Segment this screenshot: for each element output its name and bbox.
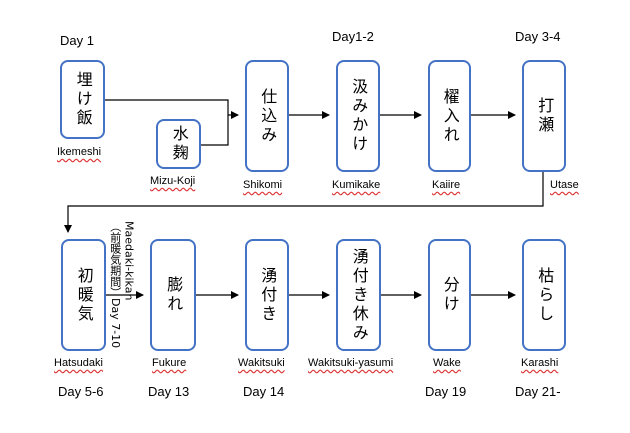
step-label-kaiire: Kaiire [432, 179, 461, 191]
step-label-utase: Utase [550, 179, 579, 191]
step-jp-fukure: 膨れ [164, 276, 184, 314]
step-label-wake: Wake [433, 357, 461, 369]
day-label-13: Day 13 [148, 384, 190, 399]
step-box-wakitsuki: 湧付き [245, 239, 289, 351]
day-label-1-2: Day1-2 [332, 29, 374, 44]
arrow-utase-hatsudaki [64, 172, 544, 233]
step-label-ikemeshi: Ikemeshi [57, 146, 102, 158]
step-box-kumikake: 汲みかけ [336, 60, 380, 172]
step-label-kumikake: Kumikake [332, 179, 381, 191]
day-label-5-6: Day 5-6 [58, 384, 104, 399]
step-box-fukure: 膨れ [150, 239, 196, 351]
day-label-3-4: Day 3-4 [515, 29, 561, 44]
step-jp-hatsudaki: 初暖気 [74, 266, 94, 324]
day-label-21: Day 21- [515, 384, 561, 399]
step-jp-mizukoji: 水麹 [169, 125, 189, 163]
step-box-karashi: 枯らし [522, 239, 566, 351]
step-jp-wake: 分け [440, 276, 460, 314]
step-label-karashi: Karashi [521, 357, 559, 369]
step-label-fukure: Fukure [152, 357, 187, 369]
note-jp: （前暖気期間）Day 7-10 [108, 221, 122, 349]
step-jp-shikomi: 仕込み [258, 87, 278, 145]
step-box-ikemeshi: 埋け飯 [60, 60, 105, 139]
day-label-19: Day 19 [425, 384, 467, 399]
step-jp-utase: 打瀬 [535, 97, 555, 135]
step-box-wakitsuki-yasumi: 湧付き休み [336, 239, 381, 351]
maedaki-kikan-note: Maedaki-kikan （前暖気期間）Day 7-10 [108, 221, 136, 348]
day-label-1: Day 1 [60, 33, 94, 48]
step-jp-ikemeshi: 埋け飯 [73, 71, 93, 128]
step-label-hatsudaki: Hatsudaki [54, 357, 103, 369]
step-jp-kaiire: 櫂入れ [440, 87, 460, 145]
step-jp-wakitsuki: 湧付き [258, 266, 278, 324]
step-jp-karashi: 枯らし [535, 266, 555, 324]
step-box-wake: 分け [428, 239, 471, 351]
day-label-14: Day 14 [243, 384, 285, 399]
note-romaji: Maedaki-kikan [122, 221, 136, 301]
step-label-mizukoji: Mizu-Koji [150, 175, 196, 187]
step-box-shikomi: 仕込み [245, 60, 289, 172]
step-box-kaiire: 櫂入れ [428, 60, 471, 172]
line-mizukoji-join [201, 115, 229, 146]
step-box-mizukoji: 水麹 [156, 119, 201, 169]
step-label-wakitsuki-yasumi: Wakitsuki-yasumi [308, 357, 394, 369]
step-jp-kumikake: 汲みかけ [349, 78, 369, 154]
step-jp-wakitsuki-yasumi: 湧付き休み [349, 247, 369, 343]
arrow-ikemeshi-shikomi [105, 99, 239, 119]
step-label-wakitsuki: Wakitsuki [238, 357, 285, 369]
step-box-utase: 打瀬 [522, 60, 566, 172]
step-label-shikomi: Shikomi [243, 179, 283, 191]
step-box-hatsudaki: 初暖気 [61, 239, 106, 351]
